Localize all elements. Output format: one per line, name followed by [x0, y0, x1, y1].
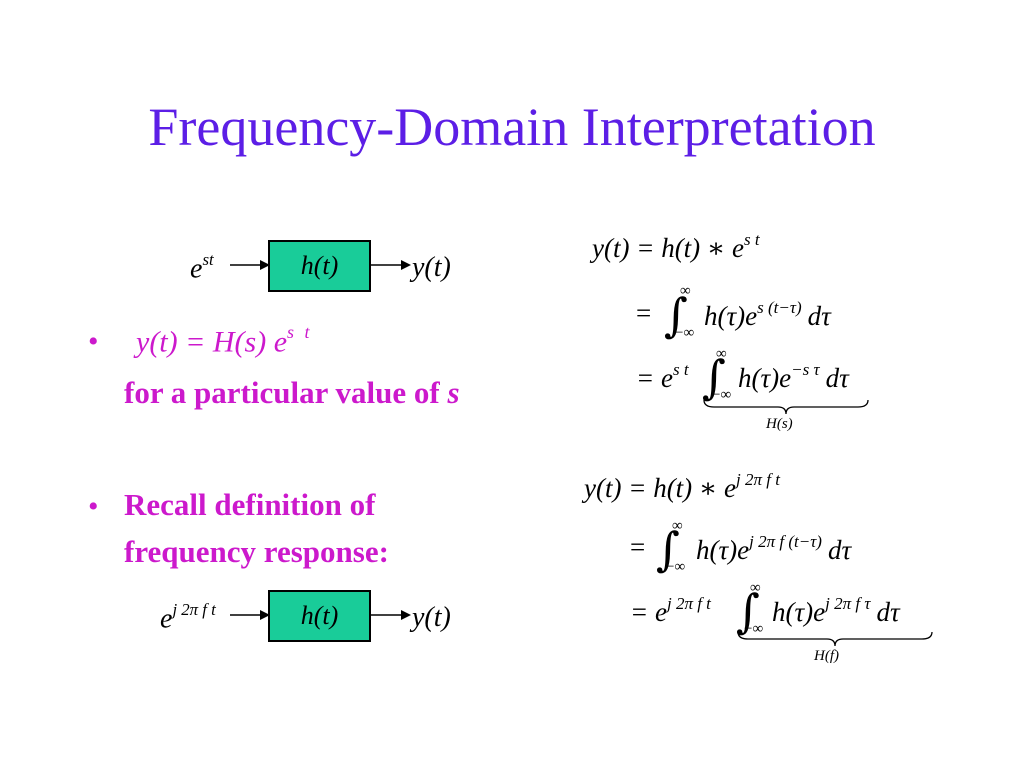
formula-text: y(t) = H(s) e: [136, 325, 288, 359]
eq-exponent: s (t−τ): [757, 298, 802, 317]
input-signal-2: ej 2π f t: [160, 600, 216, 636]
eq-text: y(t) = h(t) ∗ e: [592, 233, 745, 263]
integral-icon-4: ∫: [736, 584, 760, 638]
system-block-2: h(t): [268, 590, 371, 642]
bullet-2-line1: Recall definition of: [124, 487, 376, 522]
eq-fourier-line2-equals: =: [630, 532, 646, 562]
eq-text: = e: [630, 597, 667, 627]
eq-exponent: s t: [744, 230, 760, 249]
eq-text: h(τ)e: [738, 363, 792, 393]
input-arrow-icon-2: [230, 610, 270, 620]
eq-fourier-line3-prefix: = ej 2π f t: [630, 594, 711, 628]
eq-fourier-line3-integrand: h(τ)ej 2π f τ dτ: [772, 594, 900, 628]
eq-laplace-line2-equals: =: [636, 298, 652, 328]
eq-exponent: −s τ: [791, 360, 820, 379]
integral-icon-3: ∫: [656, 522, 680, 576]
eq-laplace-line3-integrand: h(τ)e−s τ dτ: [738, 360, 849, 394]
bullet-1-formula: y(t) = H(s) es t: [136, 322, 313, 360]
int-lower-4: −∞: [744, 621, 764, 637]
eq-exponent: j 2π f (t−τ): [749, 532, 822, 551]
bullet-marker-2: •: [88, 490, 99, 523]
bullet-2-text: Recall definition of frequency response:: [124, 482, 389, 575]
input-exponent-2: j 2π f t: [172, 600, 216, 619]
eq-text: = e: [636, 363, 673, 393]
eq-differential: dτ: [876, 597, 900, 627]
eq-fourier-line1: y(t) = h(t) ∗ ej 2π f t: [584, 470, 780, 504]
eq-exponent: j 2π f τ: [825, 594, 871, 613]
input-signal: est: [190, 250, 214, 286]
system-block: h(t): [268, 240, 371, 292]
output-signal-2: y(t): [412, 602, 451, 633]
output-arrow-icon-2: [371, 610, 411, 620]
brace-label-hf: H(f): [814, 648, 839, 664]
underbrace-icon-2: [737, 631, 933, 647]
bullet-1-line2: for a particular value of: [124, 375, 448, 410]
eq-laplace-line3-prefix: = es t: [636, 360, 689, 394]
eq-differential: dτ: [827, 535, 852, 565]
input-base: e: [190, 253, 203, 285]
eq-fourier-line2-integrand: h(τ)ej 2π f (t−τ) dτ: [696, 532, 851, 566]
brace-label-hs: H(s): [766, 416, 793, 432]
int-lower: −∞: [675, 325, 695, 341]
input-exponent: st: [202, 250, 214, 269]
int-upper: ∞: [680, 283, 691, 299]
bullet-1-text: for a particular value of s: [124, 370, 460, 417]
int-upper-3: ∞: [672, 518, 683, 534]
eq-text: h(τ)e: [704, 301, 758, 331]
bullet-1-var: s: [447, 375, 460, 410]
bullet-2-line2: frequency response:: [124, 533, 389, 569]
eq-text: h(τ)e: [772, 597, 826, 627]
underbrace-icon: [703, 399, 869, 415]
eq-text: y(t) = h(t) ∗ e: [584, 473, 737, 503]
formula-exponent: s t: [287, 322, 313, 342]
eq-exponent: j 2π f t: [736, 470, 780, 489]
eq-differential: dτ: [825, 363, 849, 393]
eq-laplace-line2-integrand: h(τ)es (t−τ) dτ: [704, 298, 831, 332]
int-lower-3: −∞: [666, 559, 686, 575]
eq-exponent: j 2π f t: [666, 594, 711, 613]
int-upper-2: ∞: [716, 346, 727, 362]
int-upper-4: ∞: [750, 580, 761, 596]
eq-laplace-line1: y(t) = h(t) ∗ es t: [592, 230, 760, 264]
input-arrow-icon: [230, 260, 270, 270]
eq-exponent: s t: [672, 360, 689, 379]
integral-icon: ∫: [664, 288, 688, 342]
input-base-2: e: [160, 603, 173, 635]
output-arrow-icon: [371, 260, 411, 270]
eq-differential: dτ: [807, 301, 831, 331]
page-title: Frequency-Domain Interpretation: [148, 97, 876, 157]
output-signal: y(t): [412, 252, 451, 283]
bullet-marker-1: •: [88, 325, 99, 358]
int-lower-2: −∞: [712, 387, 732, 403]
eq-text: h(τ)e: [696, 535, 750, 565]
integral-icon-2: ∫: [702, 350, 726, 404]
